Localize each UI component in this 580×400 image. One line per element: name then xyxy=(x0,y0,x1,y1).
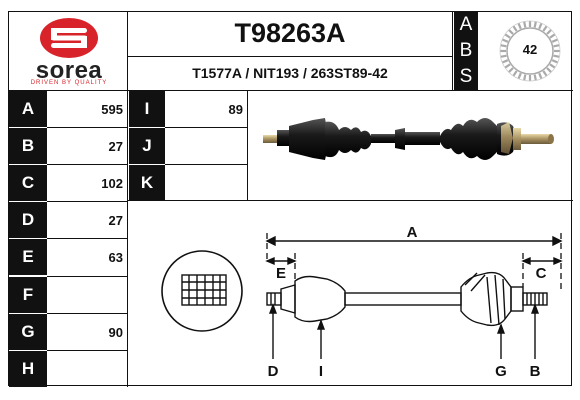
spec-label-d: D xyxy=(9,202,47,239)
spec-row-divider xyxy=(47,127,127,129)
spec-label-k: K xyxy=(129,165,165,202)
right-table-border xyxy=(247,90,248,201)
spec-row-divider xyxy=(47,164,127,166)
dim-label-b: B xyxy=(530,363,541,380)
brand-name: sorea xyxy=(35,57,103,84)
abs-letter-b: B xyxy=(454,38,478,64)
dim-label-a: A xyxy=(407,224,418,241)
dim-label-i: I xyxy=(319,363,323,380)
dim-label-e: E xyxy=(276,265,286,282)
spec-value-b: 27 xyxy=(108,139,123,155)
dim-label-g: G xyxy=(495,363,507,380)
spec-row-divider xyxy=(47,349,127,351)
abs-teeth-count: 42 xyxy=(522,42,538,57)
spec-row-divider xyxy=(47,275,127,277)
abs-gear-icon xyxy=(499,20,561,82)
drive-shaft-photo-icon xyxy=(263,118,554,160)
cross-references: T1577A / NIT193 / 263ST89-42 xyxy=(192,65,388,81)
spec-label-f: F xyxy=(9,276,47,313)
header-bottom-line xyxy=(9,90,573,91)
spec-value-i: 89 xyxy=(228,102,243,117)
spec-label-b: B xyxy=(9,128,47,165)
spec-value-c: 102 xyxy=(101,176,123,192)
spec-label-h: H xyxy=(9,350,47,387)
title-divider xyxy=(452,12,453,91)
spec-row-divider xyxy=(47,238,127,240)
part-number-title: T98263A xyxy=(234,18,346,48)
spec-label-g: G xyxy=(9,313,47,350)
dim-label-c: C xyxy=(536,265,547,282)
spec-label-a: A xyxy=(9,91,47,128)
right-table-bottom xyxy=(127,200,247,201)
brand-tagline: DRIVEN BY QUALITY xyxy=(30,80,108,86)
abs-letter-s: S xyxy=(454,64,478,90)
spec-value-a: 595 xyxy=(101,102,123,117)
brand-logo: sorea DRIVEN BY QUALITY xyxy=(15,16,123,88)
abs-letter-a: A xyxy=(454,12,478,38)
spec-label-j: J xyxy=(129,128,165,165)
shaft-dimension-drawing-icon: A E C D I G B xyxy=(161,224,563,380)
logo-divider xyxy=(127,12,128,91)
spec-label-c: C xyxy=(9,165,47,202)
spec-value-e: 63 xyxy=(108,250,123,266)
left-table-border xyxy=(127,90,128,387)
photo-bottom-line xyxy=(247,200,573,201)
drive-shaft-photo xyxy=(255,108,560,186)
spec-value-g: 90 xyxy=(108,324,123,340)
technical-diagram: A E C D I G B xyxy=(127,201,573,387)
abs-ring: 42 xyxy=(495,16,565,86)
header-mid-line xyxy=(127,56,452,57)
sorea-logo-icon xyxy=(40,18,98,58)
spec-label-e: E xyxy=(9,239,47,276)
spec-label-i: I xyxy=(129,91,165,128)
spec-value-d: 27 xyxy=(108,213,123,229)
dim-label-d: D xyxy=(268,363,279,380)
spec-row-divider xyxy=(165,127,247,129)
spec-sheet: sorea DRIVEN BY QUALITY T98263A T1577A /… xyxy=(8,11,573,387)
spec-row-divider xyxy=(47,201,127,203)
spec-row-divider xyxy=(47,312,127,314)
spec-row-divider xyxy=(165,164,247,166)
